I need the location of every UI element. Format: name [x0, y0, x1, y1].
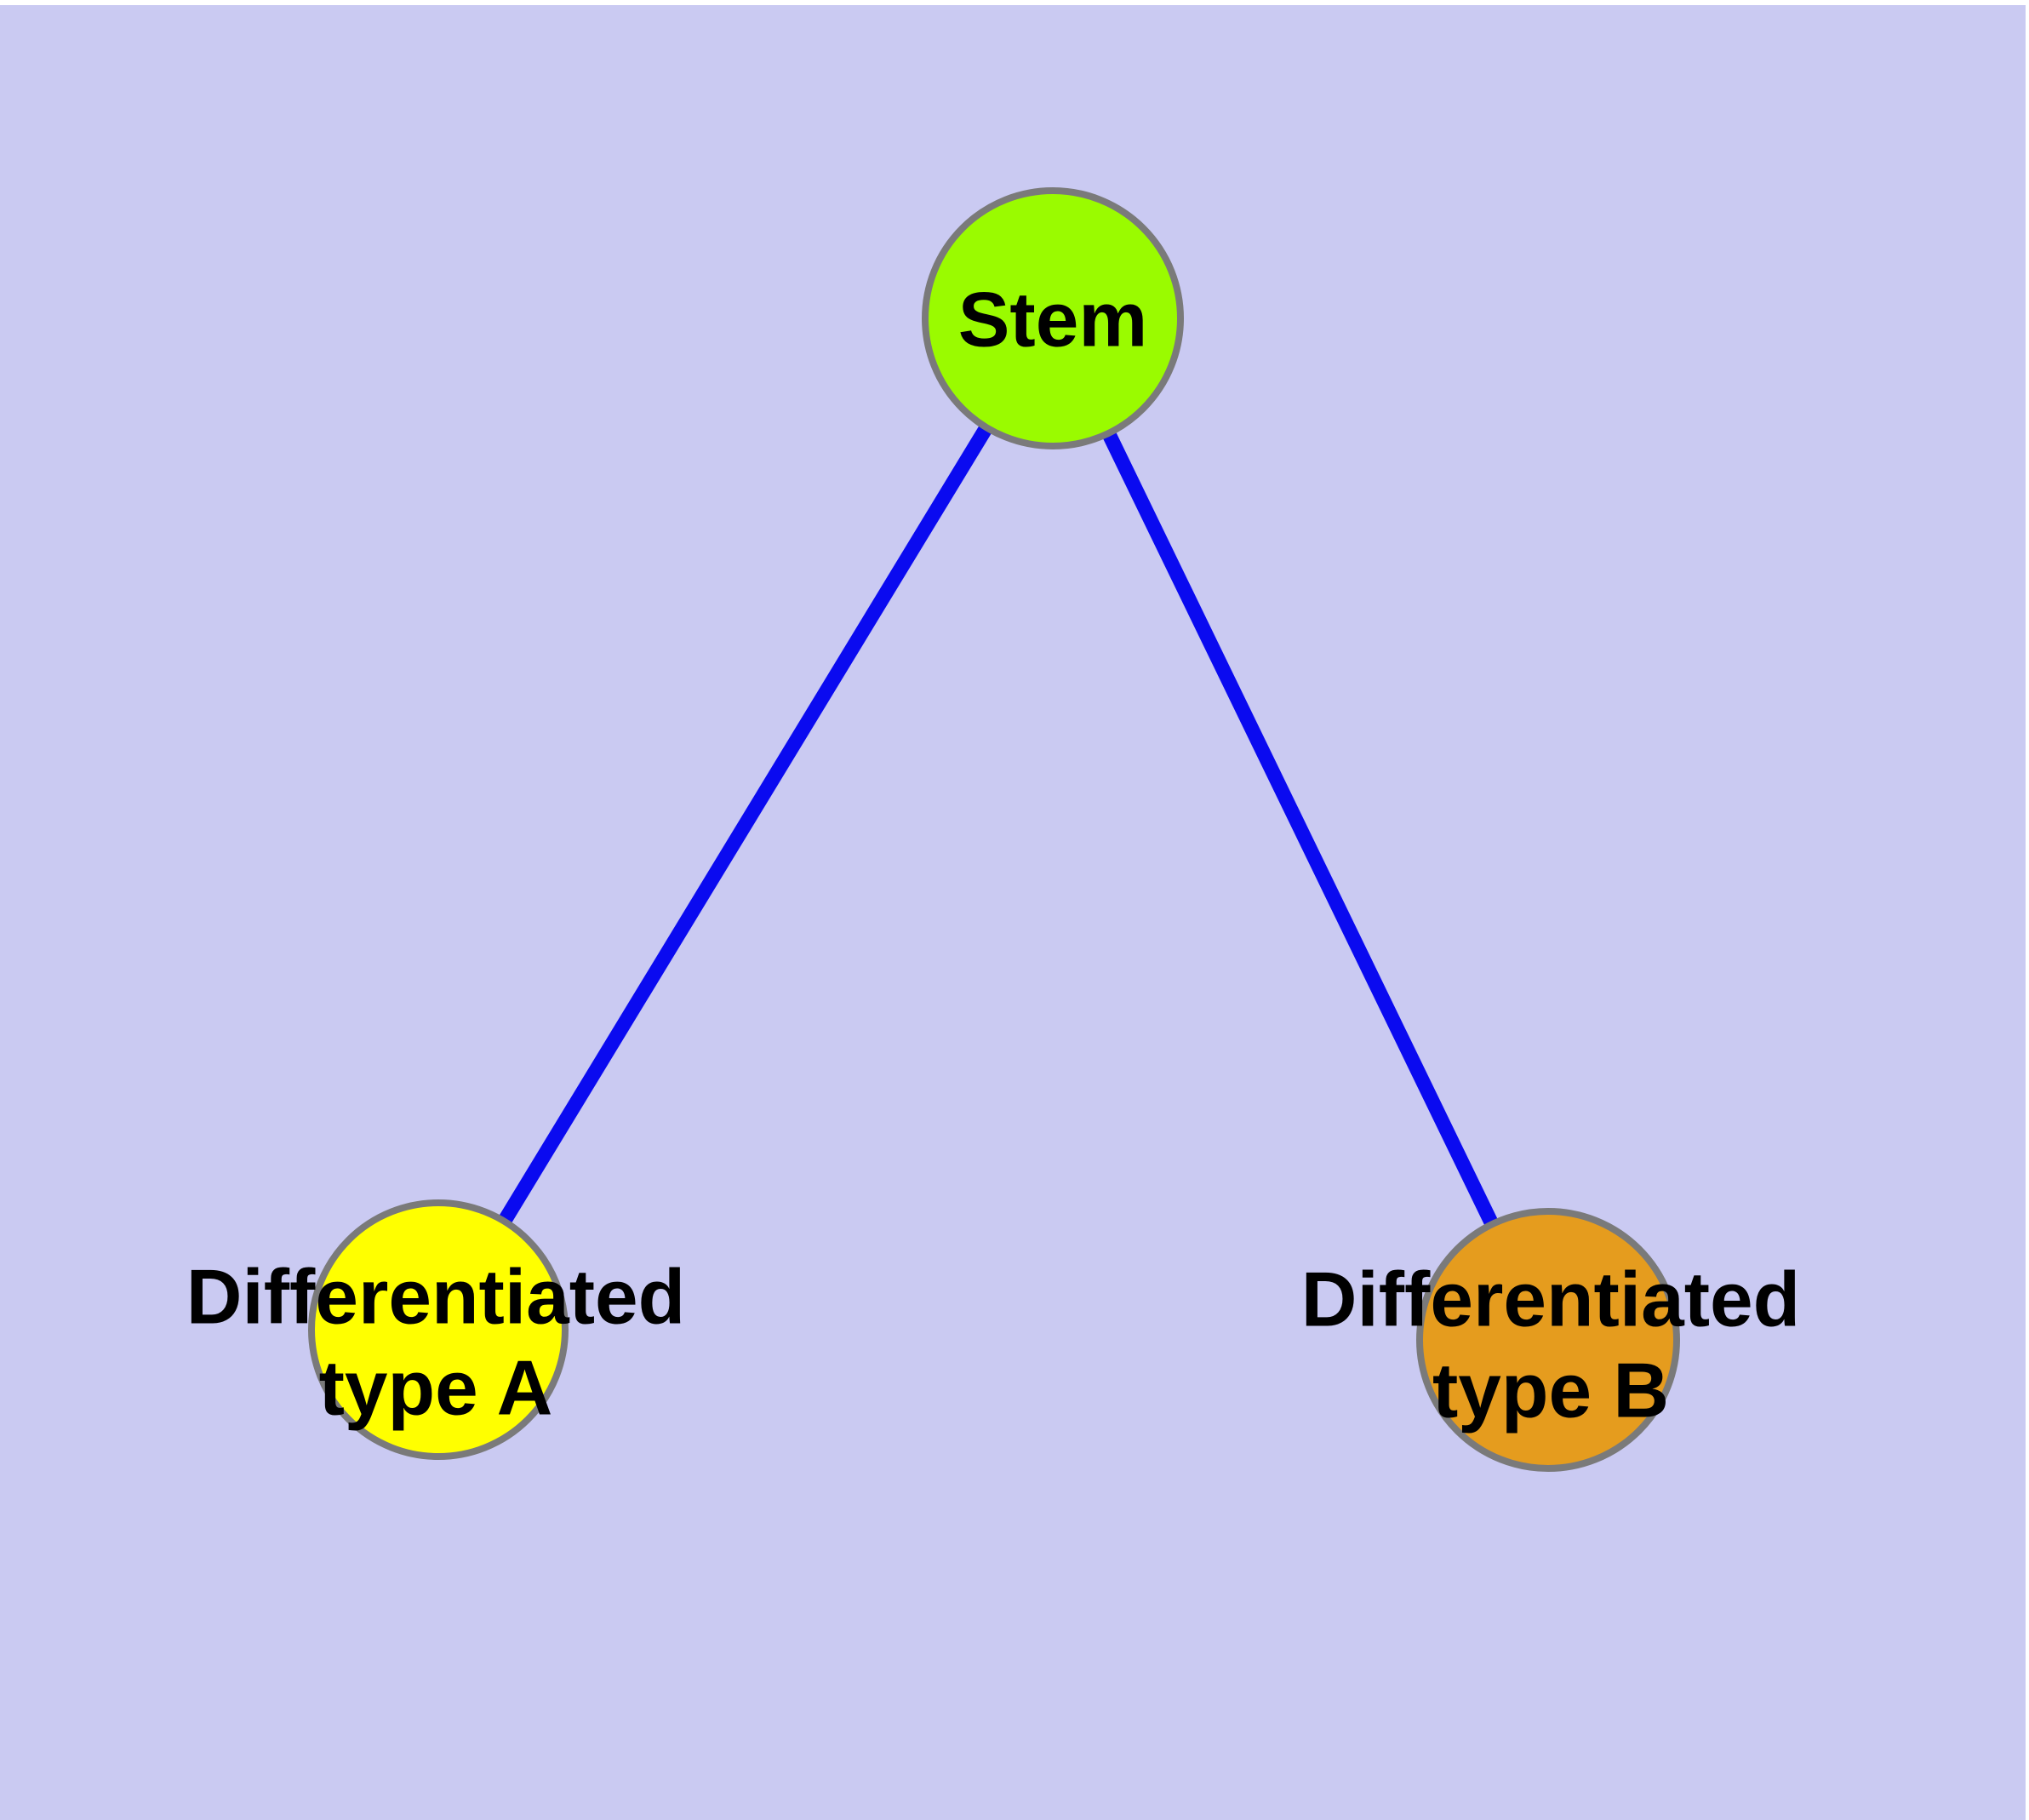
node-type-b-circle[interactable] [1416, 1208, 1680, 1472]
node-type-a-circle[interactable] [308, 1199, 569, 1460]
edge-stem-to-type-b [1046, 315, 1555, 1343]
node-stem-circle[interactable] [922, 187, 1184, 449]
edge-stem-to-type-a [432, 314, 1060, 1334]
